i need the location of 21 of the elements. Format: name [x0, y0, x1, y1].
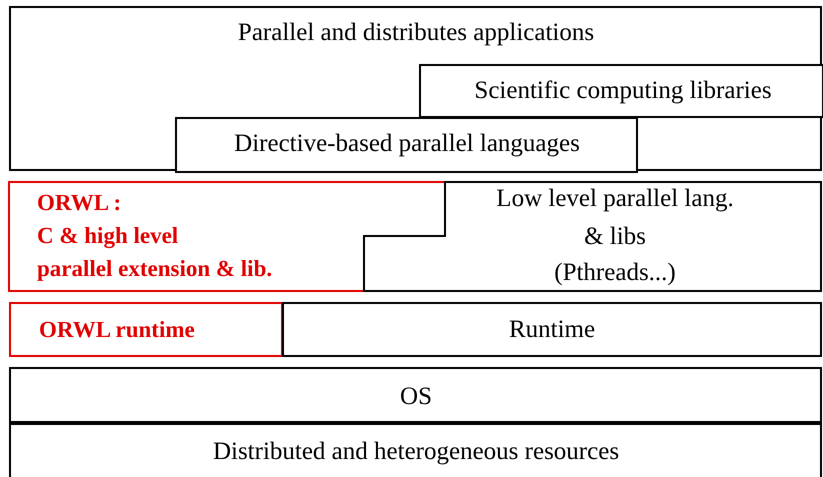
layer-box [9, 302, 283, 357]
layer-label: Directive-based parallel languages [234, 129, 580, 159]
layer-box [175, 117, 638, 173]
layer-box [419, 64, 823, 118]
layer-box [9, 367, 822, 423]
layer-label: Distributed and heterogeneous resources [212, 437, 620, 467]
layer-label: ORWL : [37, 189, 122, 217]
layer-label: parallel extension & lib. [37, 255, 272, 283]
layer-label: Scientific computing libraries [474, 76, 772, 106]
layer-label: & libs [584, 222, 646, 252]
layer-box [9, 421, 822, 477]
layer-label: OS [400, 382, 432, 412]
layer-label: C & high level [37, 222, 178, 250]
layer-shape [364, 182, 822, 292]
layer-label: (Pthreads...) [554, 258, 676, 288]
layer-label: ORWL runtime [39, 316, 195, 344]
layer-box [9, 6, 822, 171]
layer-box [282, 302, 822, 357]
layer-label: Low level parallel lang. [496, 184, 734, 214]
layer-label: Parallel and distributes applications [238, 18, 594, 48]
layer-label: Runtime [508, 315, 596, 345]
